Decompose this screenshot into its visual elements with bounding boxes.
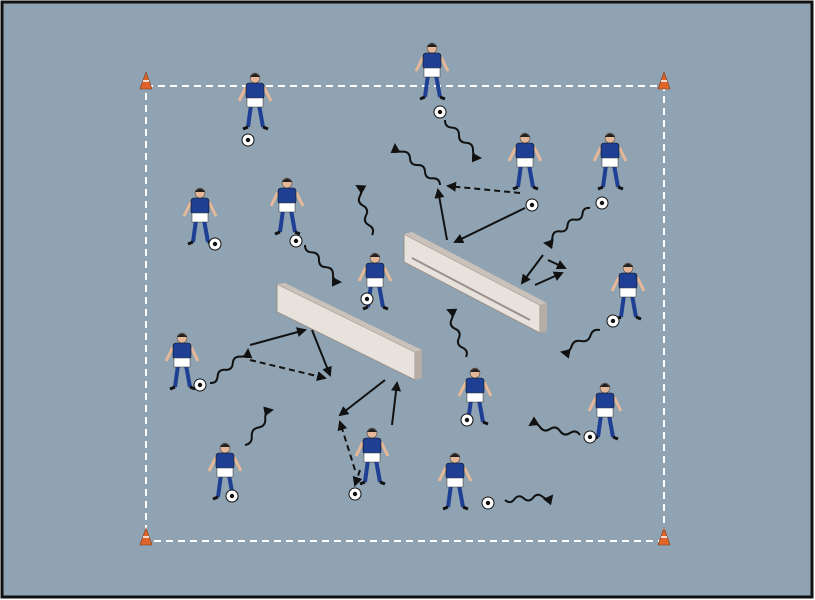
- ball-icon: [241, 133, 255, 147]
- dribble-arrow-icon: [355, 185, 375, 236]
- dribble-arrow-icon: [543, 206, 591, 250]
- pass-arrow-icon: [534, 271, 564, 286]
- ball-icon: [360, 292, 374, 306]
- ball-icon: [595, 196, 609, 210]
- dribble-arrow-icon: [528, 416, 581, 436]
- dribble-arrow-icon: [244, 406, 274, 446]
- player-icon: [182, 187, 218, 246]
- player-icon: [592, 132, 628, 191]
- ball-icon: [225, 489, 239, 503]
- pass-arrow-icon: [434, 188, 448, 241]
- drill-boundary: [145, 85, 665, 542]
- ball-icon: [208, 237, 222, 251]
- ball-icon: [460, 413, 474, 427]
- player-icon: [164, 332, 200, 391]
- dribble-arrow-icon: [443, 119, 482, 163]
- dribble-arrow-icon: [560, 328, 601, 359]
- run-arrow-icon: [446, 181, 521, 194]
- ball-icon: [481, 496, 495, 510]
- cone-icon: [657, 527, 671, 546]
- player-icon: [237, 72, 273, 131]
- cone-icon: [139, 71, 153, 90]
- ball-icon: [583, 430, 597, 444]
- player-icon: [507, 132, 543, 191]
- run-arrow-icon: [352, 469, 363, 487]
- player-icon: [269, 177, 305, 236]
- rebound-board-icon: [276, 283, 422, 381]
- player-icon: [610, 262, 646, 321]
- pass-arrow-icon: [453, 207, 526, 244]
- dribble-arrow-icon: [209, 348, 253, 385]
- run-arrow-icon: [249, 359, 327, 381]
- player-icon: [354, 427, 390, 486]
- dribble-arrow-icon: [390, 143, 441, 186]
- player-icon: [414, 42, 450, 101]
- ball-icon: [525, 198, 539, 212]
- player-icon: [437, 452, 473, 511]
- dribble-arrow-icon: [303, 244, 342, 287]
- ball-icon: [193, 378, 207, 392]
- pass-arrow-icon: [547, 259, 567, 270]
- dribble-arrow-icon: [446, 308, 468, 358]
- run-arrow-icon: [337, 420, 356, 471]
- cone-icon: [139, 527, 153, 546]
- ball-icon: [348, 487, 362, 501]
- pass-arrow-icon: [249, 327, 307, 346]
- ball-icon: [606, 314, 620, 328]
- dribble-arrow-icon: [504, 493, 554, 506]
- ball-icon: [289, 234, 303, 248]
- pass-arrow-icon: [520, 254, 544, 285]
- pass-arrow-icon: [338, 379, 386, 417]
- cone-icon: [657, 71, 671, 90]
- pass-arrow-icon: [391, 381, 402, 426]
- player-icon: [207, 442, 243, 501]
- ball-icon: [433, 105, 447, 119]
- pass-arrow-icon: [311, 329, 332, 377]
- rebound-board-icon: [403, 232, 547, 334]
